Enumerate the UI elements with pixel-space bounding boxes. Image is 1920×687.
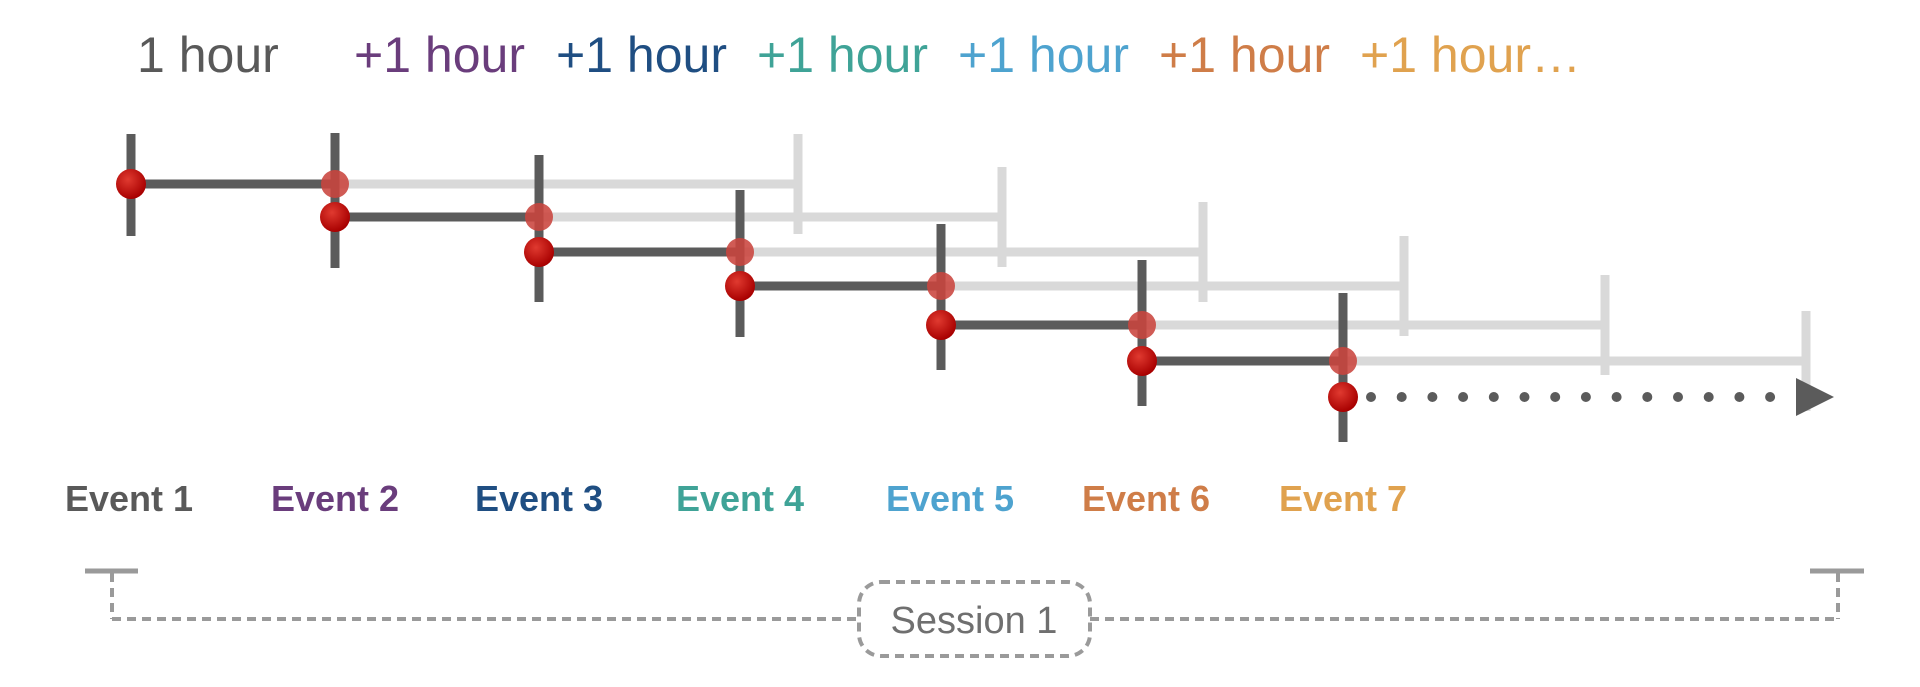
restart-dot-7 bbox=[1329, 347, 1357, 375]
hour-label-2: +1 hour bbox=[354, 27, 525, 83]
session-label-box bbox=[857, 580, 1092, 658]
hour-label-4: +1 hour bbox=[757, 27, 928, 83]
event-dot-7 bbox=[1328, 382, 1358, 412]
event-label-6: Event 6 bbox=[1082, 478, 1210, 519]
event-dot-3 bbox=[524, 237, 554, 267]
event-label-1: Event 1 bbox=[65, 478, 193, 519]
restart-dots bbox=[321, 170, 1357, 375]
hour-label-3: +1 hour bbox=[556, 27, 727, 83]
extension-spans bbox=[335, 134, 1811, 411]
arrow-head-icon bbox=[1796, 378, 1834, 416]
hour-label-7: +1 hour… bbox=[1360, 27, 1581, 83]
restart-dot-4 bbox=[726, 238, 754, 266]
event-label-2: Event 2 bbox=[271, 478, 399, 519]
restart-dot-6 bbox=[1128, 311, 1156, 339]
event-label-3: Event 3 bbox=[475, 478, 603, 519]
restart-dot-2 bbox=[321, 170, 349, 198]
hour-label-6: +1 hour bbox=[1159, 27, 1330, 83]
session-bracket bbox=[85, 568, 1864, 658]
event-dot-6 bbox=[1127, 346, 1157, 376]
event-dot-1 bbox=[116, 169, 146, 199]
hour-label-5: +1 hour bbox=[958, 27, 1129, 83]
continuation-arrow bbox=[1366, 378, 1834, 416]
session-label: Session 1 bbox=[891, 600, 1058, 642]
event-label-7: Event 7 bbox=[1279, 478, 1407, 519]
event-dots bbox=[116, 169, 1358, 412]
event-label-4: Event 4 bbox=[676, 478, 804, 519]
restart-dot-5 bbox=[927, 272, 955, 300]
event-dot-2 bbox=[320, 202, 350, 232]
event-dot-5 bbox=[926, 310, 956, 340]
hour-label-1: 1 hour bbox=[137, 27, 279, 83]
event-label-5: Event 5 bbox=[886, 478, 1014, 519]
restart-dot-3 bbox=[525, 203, 553, 231]
event-dot-4 bbox=[725, 271, 755, 301]
